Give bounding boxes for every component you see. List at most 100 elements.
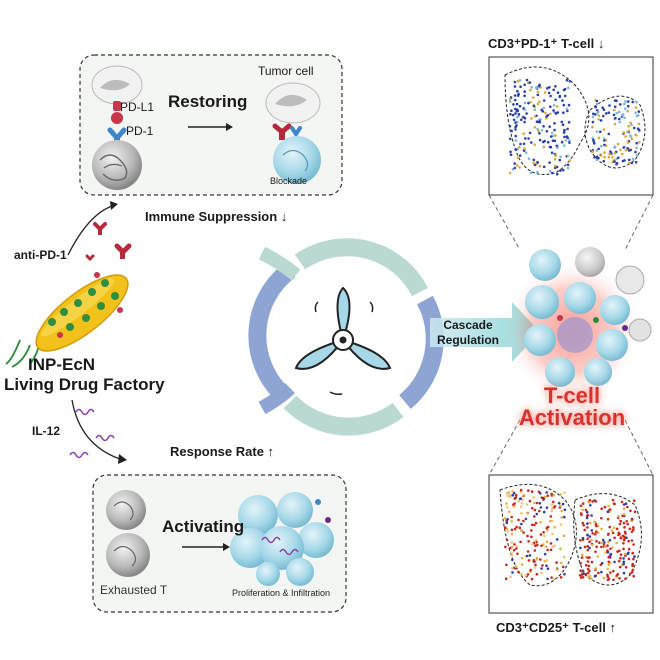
tsne-point	[621, 159, 625, 163]
tsne-point	[516, 79, 520, 83]
tsne-point	[632, 543, 635, 546]
tsne-point	[522, 519, 525, 523]
tsne-point	[559, 523, 563, 526]
tsne-point	[511, 113, 515, 117]
tsne-point	[525, 554, 529, 558]
tsne-point	[632, 528, 635, 531]
tsne-point	[591, 500, 594, 503]
tsne-point	[581, 575, 585, 579]
tsne-point	[542, 165, 546, 169]
tsne-point	[623, 526, 626, 529]
tsne-point	[520, 528, 523, 532]
tsne-point	[548, 145, 552, 149]
tsne-point	[595, 539, 598, 543]
tsne-point	[550, 509, 554, 513]
tsne-point	[614, 116, 617, 120]
tsne-point	[635, 141, 638, 145]
tsne-point	[555, 568, 559, 571]
tsne-point	[546, 113, 550, 117]
tsne-point	[580, 556, 584, 559]
tsne-point	[637, 128, 641, 132]
tsne-point	[613, 145, 617, 148]
tsne-point	[518, 526, 522, 529]
tsne-point	[540, 567, 543, 570]
tsne-point	[632, 526, 635, 529]
tsne-point	[552, 577, 556, 581]
tsne-point	[568, 139, 571, 142]
tsne-point	[532, 161, 536, 165]
tsne-point	[549, 519, 552, 523]
tsne-point	[558, 95, 562, 99]
tsne-point	[622, 503, 626, 506]
tsne-point	[554, 85, 557, 88]
tsne-point	[506, 506, 509, 509]
tsne-point	[512, 118, 516, 122]
tsne-point	[513, 85, 517, 88]
tsne-point	[613, 108, 616, 112]
down-arrow-icon: ↓	[280, 209, 288, 224]
tsne-point	[538, 164, 542, 168]
tsne-point	[579, 569, 582, 572]
tsne-point	[622, 547, 625, 551]
tsne-point	[585, 510, 589, 514]
tsne-point	[549, 94, 552, 98]
tsne-point	[548, 170, 552, 173]
activating-label: Activating	[162, 517, 245, 536]
tumor-cell-icon-right	[265, 82, 321, 124]
tsne-point	[510, 541, 514, 544]
tsne-point	[552, 493, 555, 497]
tsne-point	[523, 147, 526, 150]
tsne-point	[581, 553, 584, 556]
tsne-point	[546, 548, 549, 552]
tsne-point	[536, 170, 539, 174]
tsne-point	[503, 517, 507, 520]
tsne-point	[629, 509, 632, 513]
tsne-point	[511, 558, 514, 561]
tsne-point	[542, 125, 545, 128]
tsne-point	[546, 577, 549, 581]
tsne-point	[513, 162, 516, 165]
tsne-point	[596, 555, 599, 558]
anti-pd1-label: anti-PD-1	[14, 248, 67, 262]
tsne-point	[518, 154, 522, 157]
tsne-point	[595, 130, 599, 133]
antibody-icon-1	[93, 222, 107, 235]
tsne-point	[595, 545, 598, 549]
tsne-top-frame	[488, 56, 654, 196]
tsne-point	[615, 527, 619, 531]
il12-arrow	[71, 399, 121, 460]
tsne-point	[624, 135, 627, 138]
tsne-point	[586, 526, 589, 529]
tsne-point	[615, 111, 618, 115]
tsne-top-points	[508, 78, 641, 176]
tsne-point	[612, 569, 615, 573]
tsne-point	[560, 140, 564, 144]
tsne-point	[528, 499, 532, 503]
tsne-point	[581, 521, 585, 525]
tsne-point	[518, 79, 522, 82]
tsne-point	[617, 110, 621, 114]
tsne-point	[590, 529, 594, 532]
tsne-point	[537, 490, 541, 494]
tsne-point	[583, 545, 587, 549]
tsne-point	[519, 505, 523, 509]
tsne-point	[586, 556, 590, 559]
tsne-point	[533, 501, 536, 505]
tsne-point	[539, 506, 543, 509]
tsne-point	[508, 137, 512, 141]
tsne-point	[601, 538, 605, 542]
tsne-point	[630, 570, 634, 574]
tsne-point	[607, 555, 610, 559]
tsne-point	[630, 518, 634, 521]
tsne-point	[627, 161, 631, 165]
tsne-point	[621, 534, 625, 538]
tsne-point	[602, 114, 605, 118]
tsne-point	[603, 155, 606, 159]
tsne-point	[601, 106, 604, 109]
tsne-point	[549, 105, 552, 108]
tsne-point	[629, 121, 632, 125]
tsne-point	[619, 103, 622, 106]
tsne-point	[607, 504, 610, 508]
tsne-point	[584, 508, 588, 512]
tsne-point	[592, 140, 595, 143]
